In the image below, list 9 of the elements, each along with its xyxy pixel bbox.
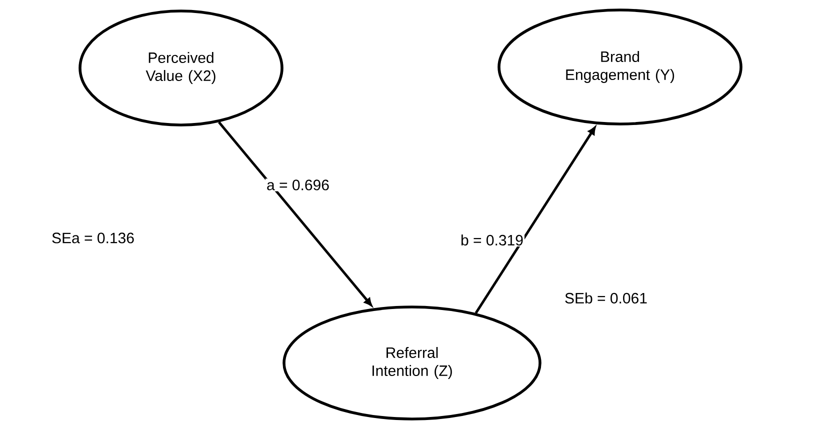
coefficient-label: SEb = 0.061 — [565, 292, 647, 304]
ellipse-node: Perceived Value (X2) — [78, 10, 284, 126]
ellipse-node: Referral Intention (Z) — [282, 306, 542, 420]
arrow — [218, 121, 372, 306]
arrow — [474, 126, 596, 314]
edge-label: b = 0.319 — [460, 233, 524, 246]
ellipse-node: Brand Engagement (Y) — [498, 8, 742, 126]
edge-label: a = 0.696 — [266, 178, 330, 192]
coefficient-label: SEa = 0.136 — [52, 232, 134, 244]
